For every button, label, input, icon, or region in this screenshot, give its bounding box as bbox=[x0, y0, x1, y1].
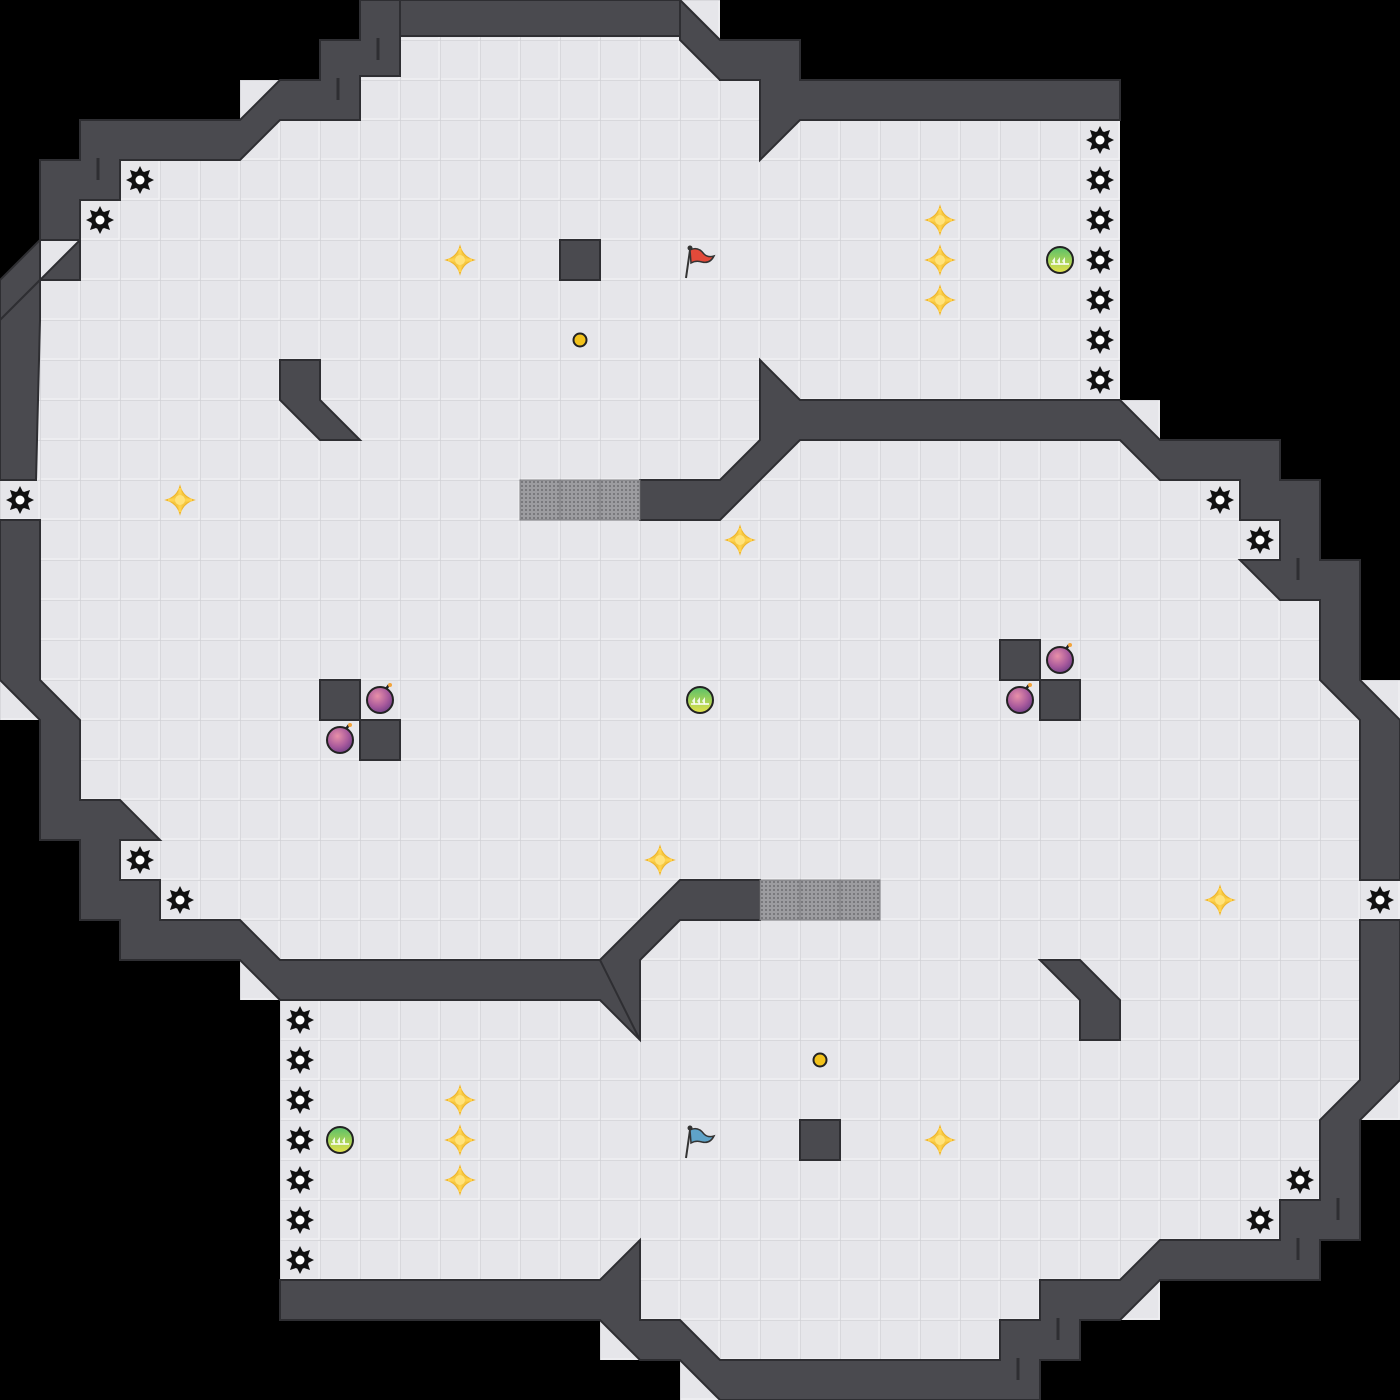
spike-gear-icon bbox=[126, 166, 154, 194]
spike-gear-icon bbox=[126, 846, 154, 874]
spike-gear-icon bbox=[1086, 126, 1114, 154]
block-left-a bbox=[319, 679, 361, 721]
spike-gear-icon bbox=[1366, 886, 1394, 914]
block-left-b bbox=[359, 719, 401, 761]
spike-gear-icon bbox=[1246, 1206, 1274, 1234]
gold-coin-icon bbox=[812, 1052, 828, 1068]
gold-coin-icon bbox=[572, 332, 588, 348]
spike-gear-icon bbox=[6, 486, 34, 514]
spike-gear-icon bbox=[1206, 486, 1234, 514]
spike-gear-icon bbox=[1086, 286, 1114, 314]
bent-wall-right bbox=[1037, 959, 1121, 1041]
block-right-a bbox=[999, 639, 1041, 681]
conveyor-tiles bbox=[519, 479, 881, 921]
block-top bbox=[559, 239, 601, 281]
spike-gear-icon bbox=[1286, 1166, 1314, 1194]
bent-wall-left bbox=[279, 359, 363, 441]
conveyor-tile-icon bbox=[519, 479, 561, 521]
conveyor-tile-icon bbox=[799, 879, 841, 921]
spike-gear-icon bbox=[1086, 326, 1114, 354]
conveyor-tile-icon bbox=[759, 879, 801, 921]
spike-gear-icon bbox=[166, 886, 194, 914]
conveyor-tile-icon bbox=[559, 479, 601, 521]
block-right-b bbox=[1039, 679, 1081, 721]
block-bottom bbox=[799, 1119, 841, 1161]
conveyor-tile-icon bbox=[599, 479, 641, 521]
spike-gear-icon bbox=[1086, 166, 1114, 194]
spike-gear-icon bbox=[286, 1006, 314, 1034]
spike-gear-icon bbox=[286, 1046, 314, 1074]
green-shield-orb-icon bbox=[1046, 246, 1074, 274]
spike-gear-icon bbox=[286, 1126, 314, 1154]
spike-gear-icon bbox=[86, 206, 114, 234]
inner-walls bbox=[279, 239, 1121, 1161]
spike-gear-icon bbox=[1086, 246, 1114, 274]
conveyor-tile-icon bbox=[839, 879, 881, 921]
spike-gear-icon bbox=[1086, 206, 1114, 234]
spike-gear-icon bbox=[286, 1206, 314, 1234]
green-shield-orb-icon bbox=[326, 1126, 354, 1154]
green-shield-orb-icon bbox=[686, 686, 714, 714]
spike-gear-icon bbox=[286, 1086, 314, 1114]
spike-gear-icon bbox=[286, 1166, 314, 1194]
spike-gear-icon bbox=[1086, 366, 1114, 394]
spike-gear-icon bbox=[286, 1246, 314, 1274]
wall-notches bbox=[96, 38, 1340, 1380]
spike-gear-icon bbox=[1246, 526, 1274, 554]
